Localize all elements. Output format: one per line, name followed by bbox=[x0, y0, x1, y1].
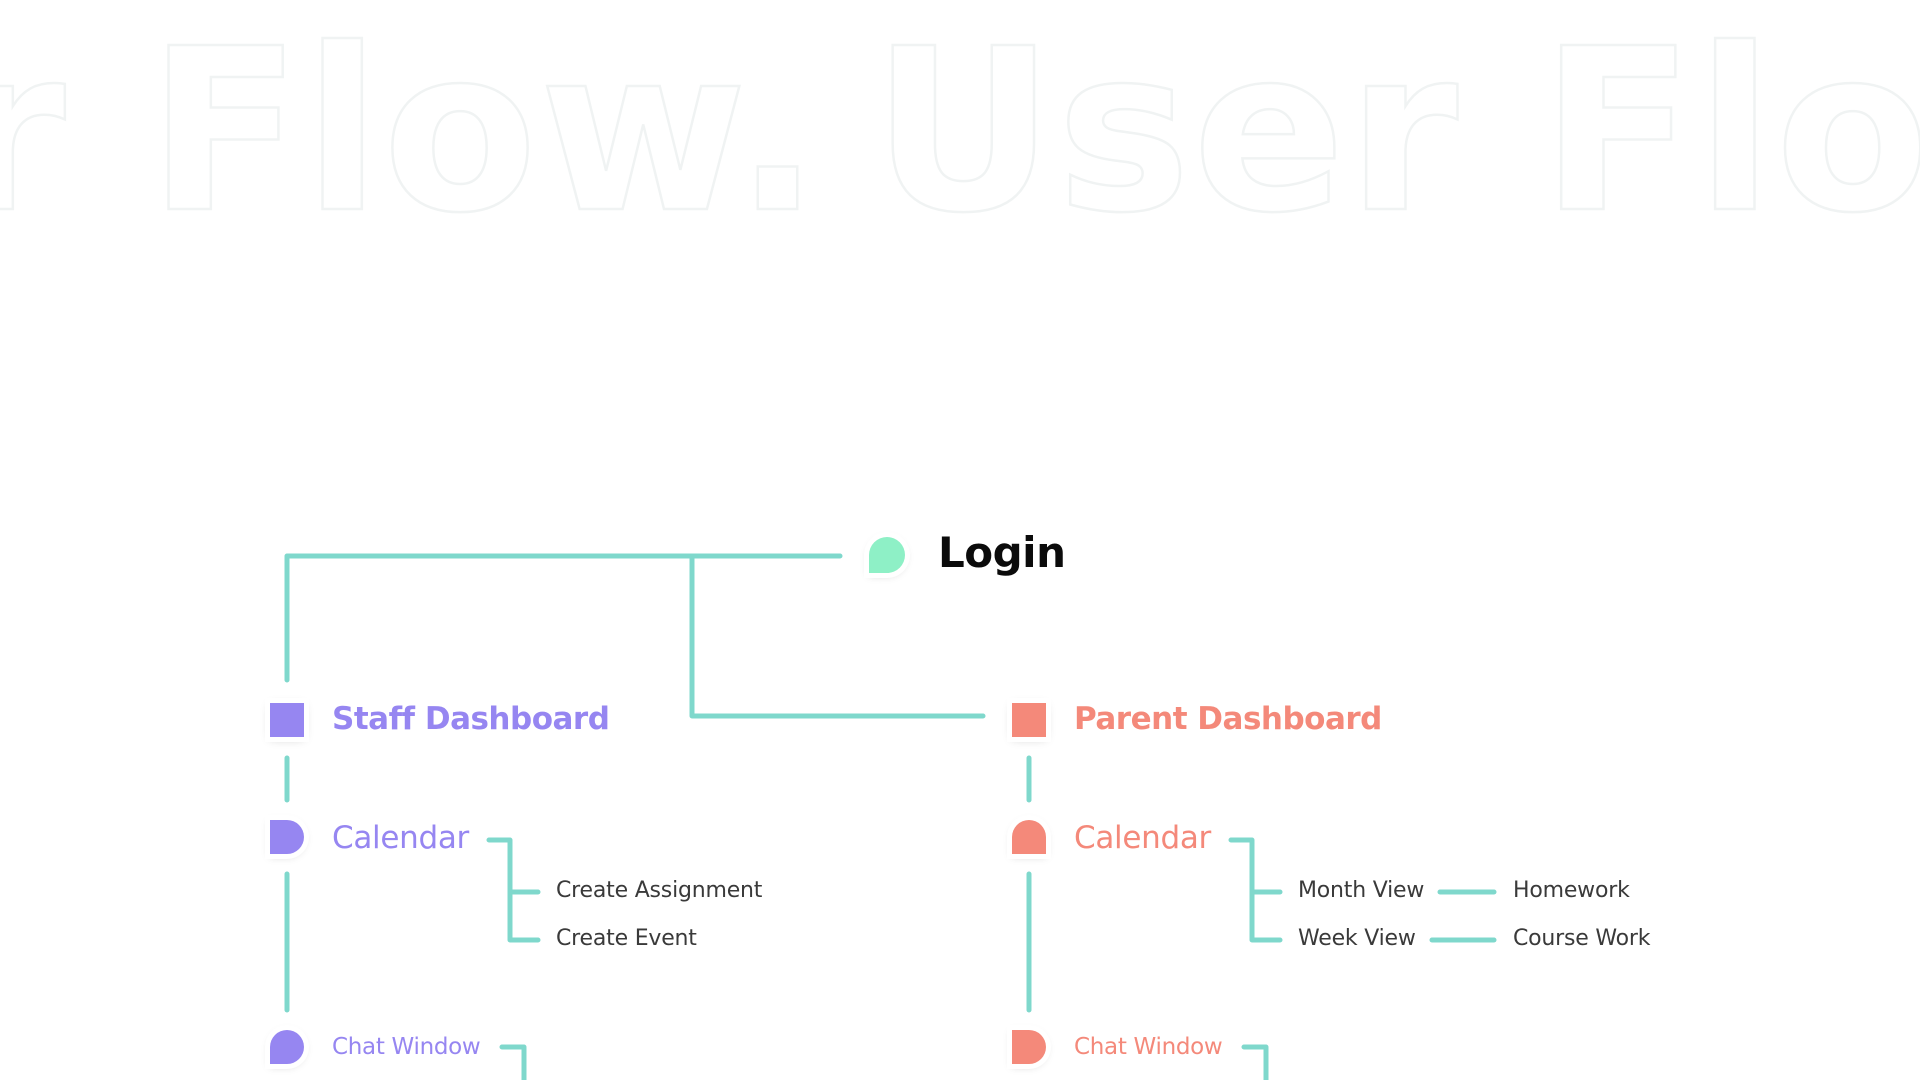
course-work-label: Course Work bbox=[1513, 926, 1651, 951]
background-watermark-left: er Flow. bbox=[0, 1, 823, 263]
parent-calendar-label: Calendar bbox=[1074, 820, 1211, 856]
parent-dashboard-label: Parent Dashboard bbox=[1074, 701, 1382, 737]
parent-dashboard-node-icon bbox=[1012, 703, 1046, 737]
connector-login-to-staff bbox=[284, 553, 843, 683]
week-view-label: Week View bbox=[1298, 926, 1416, 951]
homework-label: Homework bbox=[1513, 878, 1630, 903]
staff-dashboard-node-icon bbox=[270, 703, 304, 737]
parent-calendar-node-icon bbox=[1012, 820, 1046, 854]
create-event-label: Create Event bbox=[556, 926, 697, 951]
parent-chat-window-node-icon bbox=[1012, 1030, 1046, 1064]
connector-staff-chat-children bbox=[499, 1044, 527, 1080]
background-watermark-right: User Flow bbox=[871, 1, 1920, 263]
login-node-icon bbox=[869, 537, 905, 573]
staff-calendar-node-icon bbox=[270, 820, 304, 854]
staff-calendar-label: Calendar bbox=[332, 820, 469, 856]
connector-login-to-parent bbox=[689, 553, 986, 719]
staff-chat-window-label: Chat Window bbox=[332, 1034, 481, 1060]
login-label: Login bbox=[938, 528, 1066, 577]
month-view-label: Month View bbox=[1298, 878, 1425, 903]
create-assignment-label: Create Assignment bbox=[556, 878, 763, 903]
connector-parent-chat-children bbox=[1241, 1044, 1269, 1080]
staff-chat-window-node-icon bbox=[270, 1030, 304, 1064]
staff-dashboard-label: Staff Dashboard bbox=[332, 701, 610, 737]
parent-chat-window-label: Chat Window bbox=[1074, 1034, 1223, 1060]
